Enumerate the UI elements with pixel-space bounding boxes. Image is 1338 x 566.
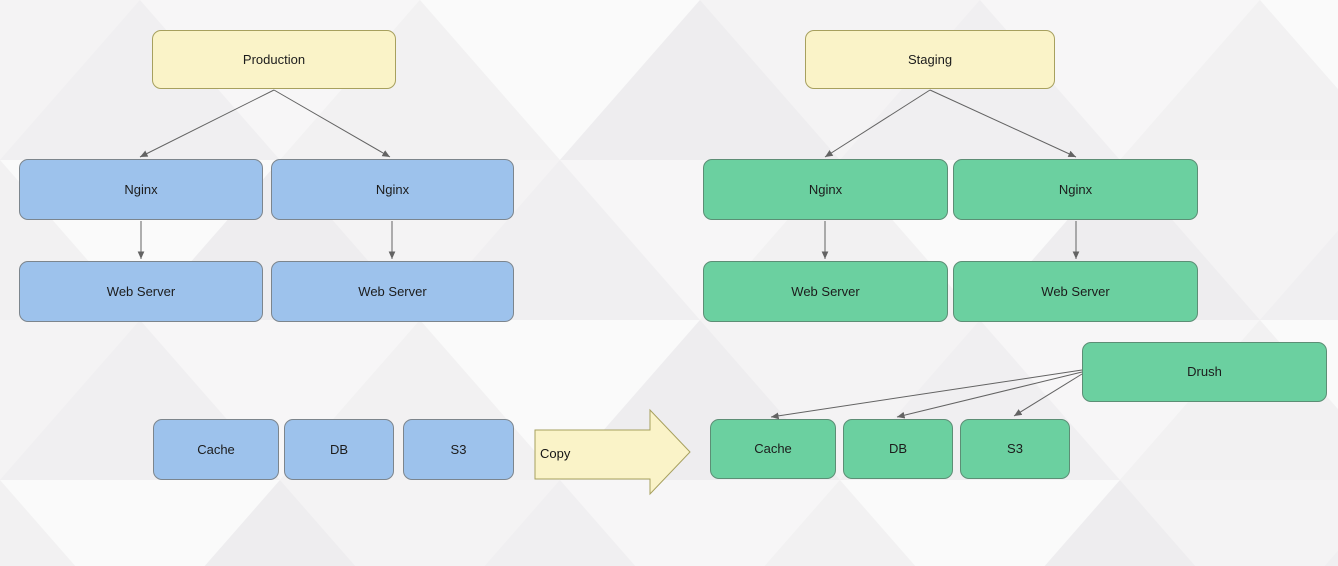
node-stage-nginx-2[interactable]: Nginx [953, 159, 1198, 220]
node-stage-cache[interactable]: Cache [710, 419, 836, 479]
node-label: Cache [197, 441, 235, 457]
background-triangle [764, 480, 916, 566]
copy-arrow-label: Copy [540, 446, 571, 461]
node-label: Nginx [124, 181, 158, 197]
node-label: Staging [907, 51, 953, 67]
background-triangle [280, 480, 560, 566]
node-label: Web Server [106, 283, 176, 299]
node-label: S3 [1007, 441, 1023, 457]
node-label: Nginx [808, 181, 843, 197]
node-label: Web Server [358, 283, 427, 299]
node-drush[interactable]: Drush [1082, 342, 1327, 402]
node-production[interactable]: Production [152, 30, 396, 89]
background-triangle [0, 480, 280, 566]
background-triangle [560, 0, 840, 160]
background-triangle [420, 320, 700, 480]
node-stage-nginx-1[interactable]: Nginx [703, 159, 948, 220]
node-label: Web Server [1041, 283, 1110, 299]
node-label: Drush [1187, 364, 1222, 380]
node-label: Web Server [791, 283, 860, 299]
background-triangle [1260, 0, 1338, 90]
node-label: DB [888, 441, 908, 457]
node-label: S3 [450, 441, 467, 457]
node-staging[interactable]: Staging [805, 30, 1055, 89]
node-label: Production [242, 51, 306, 67]
background-triangle [420, 0, 700, 160]
node-prod-s3[interactable]: S3 [403, 419, 514, 480]
node-label: Nginx [1058, 181, 1093, 197]
background-triangle [560, 480, 840, 566]
background-triangle [1260, 230, 1338, 320]
node-label: DB [329, 441, 349, 457]
background-triangle [840, 480, 1120, 566]
node-prod-nginx-2[interactable]: Nginx [271, 159, 514, 220]
node-label: Nginx [375, 181, 410, 197]
node-prod-web-1[interactable]: Web Server [19, 261, 263, 322]
node-prod-db[interactable]: DB [284, 419, 394, 480]
node-stage-web-2[interactable]: Web Server [953, 261, 1198, 322]
node-stage-web-1[interactable]: Web Server [703, 261, 948, 322]
node-prod-cache[interactable]: Cache [153, 419, 279, 480]
background-triangle [1324, 550, 1338, 566]
node-prod-web-2[interactable]: Web Server [271, 261, 514, 322]
background-triangle [1044, 480, 1196, 566]
node-stage-s3[interactable]: S3 [960, 419, 1070, 479]
background-triangle [204, 480, 356, 566]
background-triangle [140, 320, 420, 480]
node-prod-nginx-1[interactable]: Nginx [19, 159, 263, 220]
node-label: Cache [754, 441, 792, 457]
background-triangle [1120, 0, 1338, 160]
node-stage-db[interactable]: DB [843, 419, 953, 479]
background-triangle [484, 480, 636, 566]
background-triangle [1120, 480, 1338, 566]
